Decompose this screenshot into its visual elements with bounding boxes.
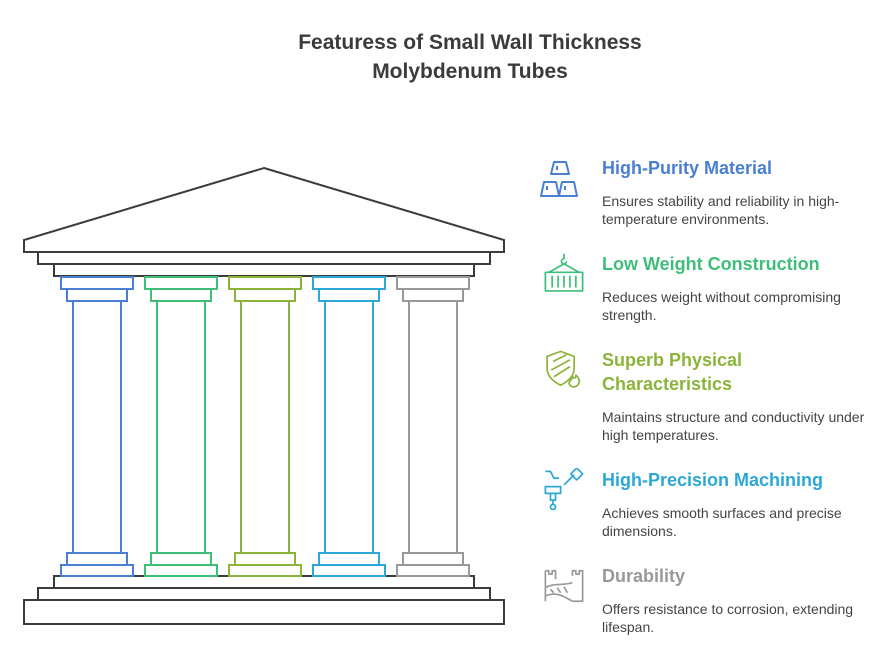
temple-stylobate bbox=[53, 575, 475, 589]
feature-title: Superb Physical Characteristics bbox=[602, 350, 743, 394]
feature-description: Reduces weight without compromising stre… bbox=[602, 289, 841, 323]
temple-entablature bbox=[37, 251, 491, 265]
feature-title: Low Weight Construction bbox=[602, 254, 820, 274]
feature-description: Offers resistance to corrosion, extendin… bbox=[602, 601, 854, 635]
feature-description: Achieves smooth surfaces and precise dim… bbox=[602, 505, 842, 539]
temple-column bbox=[60, 276, 134, 577]
feature-description: Ensures stability and reliability in hig… bbox=[602, 193, 840, 227]
title-line-2: Molybdenum Tubes bbox=[372, 60, 568, 83]
feature-description: Maintains structure and conductivity und… bbox=[602, 409, 865, 443]
title-line-1: Featuress of Small Wall Thickness bbox=[298, 31, 642, 54]
temple-diagram bbox=[23, 166, 505, 625]
feature-title: High-Purity Material bbox=[602, 158, 773, 178]
temple-base bbox=[23, 599, 505, 625]
shield-flame-icon bbox=[546, 350, 581, 388]
diagram-title: Featuress of Small Wall Thickness Molybd… bbox=[220, 28, 720, 86]
temple-column bbox=[396, 276, 470, 577]
temple-column bbox=[228, 276, 302, 577]
feature-title: Durability bbox=[602, 566, 686, 586]
temple-pediment bbox=[23, 166, 505, 253]
castle-wall-icon bbox=[544, 569, 584, 603]
temple-architrave bbox=[53, 263, 475, 277]
temple-step-1 bbox=[37, 587, 491, 601]
temple-column bbox=[144, 276, 218, 577]
metal-bars-icon bbox=[540, 161, 578, 197]
machining-tool-icon bbox=[544, 468, 584, 511]
feature-title: High-Precision Machining bbox=[602, 470, 824, 490]
temple-column bbox=[312, 276, 386, 577]
shipping-container-crane-icon bbox=[544, 253, 584, 292]
